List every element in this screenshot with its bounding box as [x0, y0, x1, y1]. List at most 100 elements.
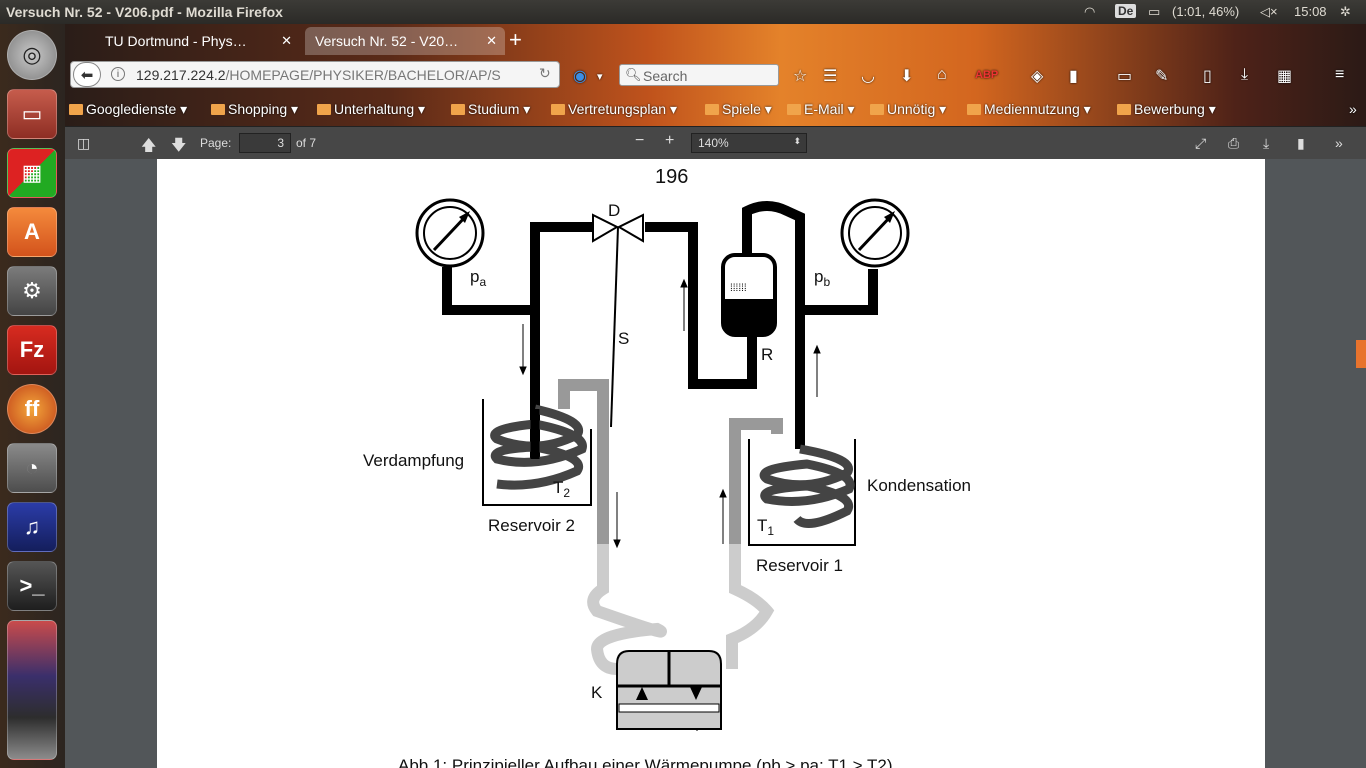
volume-icon[interactable]: ◁×	[1260, 4, 1278, 19]
tab-tu-dortmund[interactable]: TU Dortmund - Phys… ✕	[95, 27, 300, 55]
reservoir-2	[482, 399, 592, 506]
info-extension-icon[interactable]: ▯	[1203, 68, 1212, 85]
unity-launcher: ◎ ▭ ▦ A ⚙ Fz ff ◔ ♫ >_	[0, 24, 65, 768]
url-path: /HOMEPAGE/PHYSIKER/BACHELOR/AP/S	[225, 67, 501, 83]
grid-icon[interactable]: ▦	[1277, 68, 1293, 85]
new-tab-button[interactable]: +	[509, 27, 522, 52]
previous-page-icon[interactable]: 🡅	[141, 137, 157, 154]
system-settings-icon[interactable]: ⚙	[7, 266, 57, 316]
chevron-down-icon[interactable]: ▾	[597, 71, 603, 83]
pocket-icon[interactable]: ◡	[861, 68, 875, 85]
wifi-icon[interactable]: ◠	[1084, 4, 1096, 19]
high-pressure-pipes	[442, 201, 878, 459]
folder-icon	[1117, 104, 1131, 115]
bookmark-label: Shopping	[228, 101, 288, 117]
pdf-viewer[interactable]: 196	[65, 159, 1366, 768]
bookmark-folder-spiele[interactable]: Spiele ▾	[705, 101, 772, 118]
home-icon[interactable]: ⌂	[937, 66, 947, 83]
url-bar[interactable]: ⬅ i 129.217.224.2/HOMEPAGE/PHYSIKER/BACH…	[70, 61, 560, 88]
files-icon[interactable]: ▭	[7, 89, 57, 139]
ubuntu-dash-icon[interactable]: ◎	[7, 30, 57, 80]
audacity-icon[interactable]: ♫	[7, 502, 57, 552]
window-title: Versuch Nr. 52 - V206.pdf - Mozilla Fire…	[6, 4, 283, 20]
pressure-gauge-pa	[415, 198, 485, 268]
label-K: K	[591, 683, 603, 702]
zoom-select[interactable]: 140% ⬍	[691, 133, 807, 153]
screen-icon[interactable]: ▭	[1117, 68, 1133, 85]
keyboard-layout-indicator[interactable]: De	[1115, 4, 1137, 18]
menu-icon[interactable]: ≡	[1335, 66, 1345, 83]
bookmark-folder-vertretungsplan[interactable]: Vertretungsplan ▾	[551, 101, 677, 118]
disk-usage-icon[interactable]: ◔	[7, 443, 57, 493]
figure-caption: Abb.1: Prinzipieller Aufbau einer Wärmep…	[398, 756, 893, 768]
tab-versuch-pdf[interactable]: Versuch Nr. 52 - V20… ✕	[305, 27, 505, 55]
zoom-in-button[interactable]: +	[665, 132, 675, 149]
scrollbar-thumb[interactable]	[1356, 340, 1366, 368]
bookmark-folder-bewerbung[interactable]: Bewerbung ▾	[1117, 101, 1216, 118]
download-icon[interactable]: ⬇	[900, 68, 914, 85]
bookmark-folder-email[interactable]: E-Mail ▾	[787, 101, 855, 118]
stacked-apps-icon[interactable]	[7, 620, 57, 760]
bookmark-label: Mediennutzung	[984, 101, 1080, 117]
label-T2: T2	[553, 478, 570, 500]
battery-extension-icon[interactable]: ▮	[1069, 68, 1078, 85]
bookmark-label: Bewerbung	[1134, 101, 1205, 117]
url-text[interactable]: 129.217.224.2/HOMEPAGE/PHYSIKER/BACHELOR…	[136, 67, 526, 83]
reload-icon[interactable]: ↻	[539, 65, 551, 81]
compressor-K	[616, 650, 722, 730]
bookmark-folder-unnoetig[interactable]: Unnötig ▾	[870, 101, 946, 118]
site-info-icon[interactable]: i	[111, 67, 125, 81]
bookmark-label: Spiele	[722, 101, 761, 117]
fullscreen-icon[interactable]: ⤢	[1195, 135, 1207, 151]
next-page-icon[interactable]: 🡇	[171, 137, 187, 154]
more-bookmarks-icon[interactable]: »	[1349, 101, 1357, 117]
folder-icon	[870, 104, 884, 115]
battery-status[interactable]: (1:01, 46%)	[1172, 4, 1240, 19]
libreoffice-icon[interactable]: ▦	[7, 148, 57, 198]
tools-icon[interactable]: ✎	[1155, 68, 1169, 85]
select-arrows-icon: ⬍	[793, 136, 801, 146]
clock[interactable]: 15:08	[1294, 4, 1327, 19]
firefox-icon[interactable]: ff	[7, 384, 57, 434]
close-tab-icon[interactable]: ✕	[486, 33, 497, 48]
zoom-out-button[interactable]: −	[635, 132, 645, 149]
bookmark-icon[interactable]: ▮	[1297, 135, 1305, 151]
reservoir-R: ⁞⁞⁞⁞⁞⁞	[721, 253, 777, 337]
zoom-value: 140%	[698, 136, 729, 150]
search-input[interactable]: 🔍︎ Search	[619, 64, 779, 86]
power-gear-icon[interactable]: ✲	[1340, 4, 1351, 19]
folder-icon	[451, 104, 465, 115]
adblock-icon[interactable]: ABP	[975, 69, 999, 81]
sidebar-toggle-icon[interactable]: ◫	[77, 135, 91, 151]
search-icon: 🔍︎	[625, 67, 642, 82]
pressure-gauge-pb	[840, 198, 910, 268]
bookmark-folder-mediennutzung[interactable]: Mediennutzung ▾	[967, 101, 1091, 118]
bookmark-folder-googledienste[interactable]: Googledienste ▾	[69, 101, 187, 118]
battery-icon[interactable]: ▭	[1148, 4, 1161, 19]
bookmark-folder-studium[interactable]: Studium ▾	[451, 101, 530, 118]
extension-icon[interactable]: ◈	[1031, 68, 1044, 85]
bookmark-folder-unterhaltung[interactable]: Unterhaltung ▾	[317, 101, 425, 118]
download-arrow-icon[interactable]: ⤓	[1241, 66, 1249, 83]
bookmark-star-icon[interactable]: ☆	[793, 68, 808, 85]
label-S: S	[618, 329, 629, 348]
close-tab-icon[interactable]: ✕	[281, 33, 292, 48]
terminal-icon[interactable]: >_	[7, 561, 57, 611]
reading-list-icon[interactable]: ☰	[823, 68, 838, 85]
label-D: D	[608, 201, 620, 220]
label-R: R	[761, 345, 773, 364]
save-icon[interactable]: ⤓	[1263, 135, 1270, 151]
filezilla-icon[interactable]: Fz	[7, 325, 57, 375]
bookmark-folder-shopping[interactable]: Shopping ▾	[211, 101, 298, 118]
tools-menu-icon[interactable]: »	[1335, 135, 1343, 151]
back-button[interactable]: ⬅	[73, 62, 101, 87]
low-pressure-pipes	[558, 379, 783, 675]
page-number-input[interactable]: 3	[239, 133, 291, 153]
flow-arrows	[519, 278, 821, 731]
print-icon[interactable]: ⎙	[1228, 135, 1240, 151]
pdf-page: 196	[157, 159, 1265, 768]
label-reservoir-1: Reservoir 1	[756, 556, 843, 575]
bookmark-label: Studium	[468, 101, 520, 117]
software-center-icon[interactable]: A	[7, 207, 57, 257]
pocket-sync-icon[interactable]: ◉	[573, 68, 587, 85]
